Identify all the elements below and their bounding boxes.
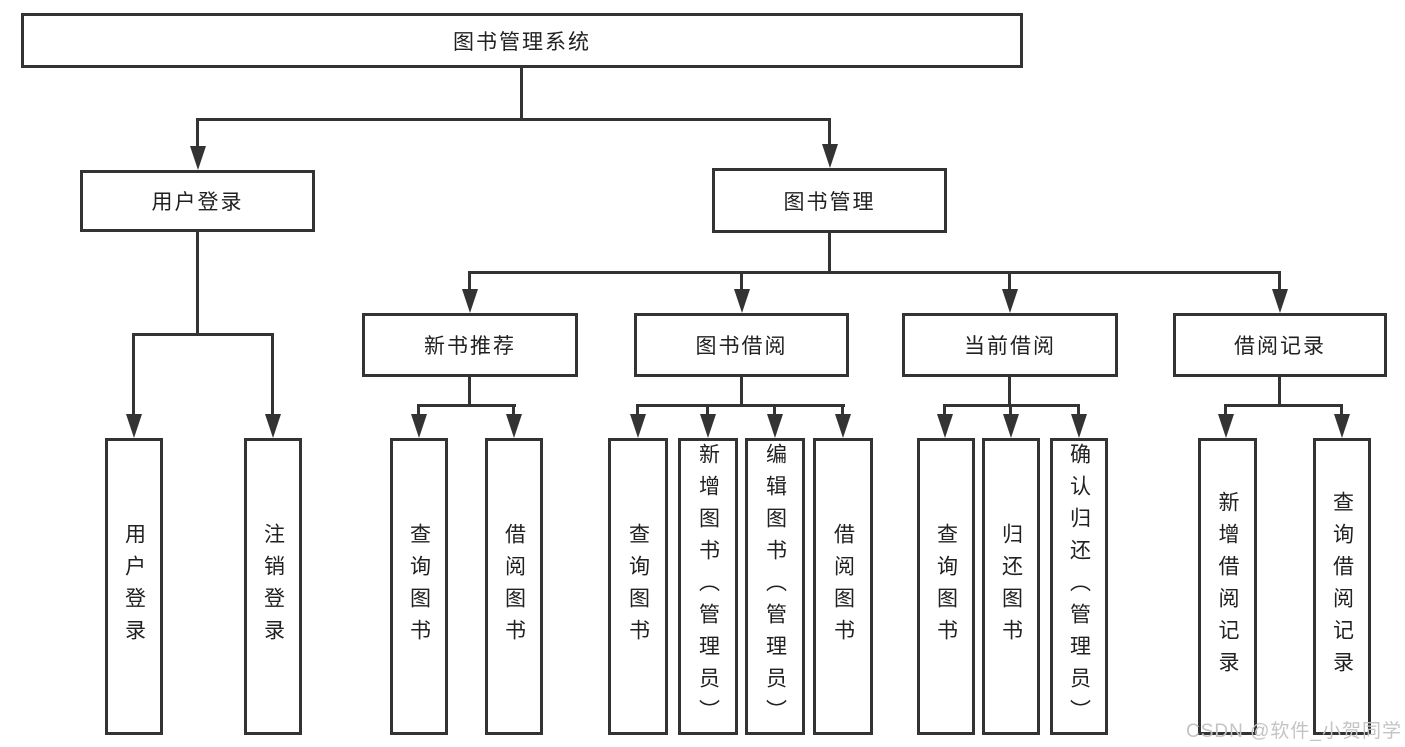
node-label: 用户登录: [122, 522, 146, 651]
node-leaf-br-query-record: 查询借阅记录: [1313, 438, 1371, 735]
arrowhead-down-icon: [937, 414, 953, 438]
node-label: 借阅记录: [1234, 335, 1326, 358]
arrowhead-down-icon: [1272, 289, 1288, 313]
connector-line-h: [943, 404, 1080, 407]
node-label: 图书借阅: [695, 335, 788, 358]
node-leaf-cb-query-books: 查询图书: [917, 438, 975, 735]
arrowhead-down-icon: [630, 414, 646, 438]
connector-line-v: [1008, 377, 1011, 407]
connector-line-v: [417, 407, 420, 414]
node-leaf-logout: 注销登录: [244, 438, 302, 735]
node-leaf-bb-query-books: 查询图书: [608, 438, 668, 735]
connector-line-v: [828, 233, 831, 274]
connector-line-v: [1278, 377, 1281, 407]
node-book-management: 图书管理: [712, 168, 947, 233]
arrowhead-down-icon: [835, 414, 851, 438]
node-label: 查询图书: [407, 522, 431, 651]
node-label: 借阅图书: [502, 522, 526, 651]
connector-line-h: [196, 118, 831, 121]
node-leaf-rec-borrow-books: 借阅图书: [485, 438, 543, 735]
node-label: 用户登录: [151, 191, 244, 214]
arrowhead-down-icon: [506, 414, 522, 438]
node-label: 借阅图书: [831, 522, 855, 651]
node-user-login: 用户登录: [80, 170, 315, 232]
connector-line-h: [417, 404, 516, 407]
arrowhead-down-icon: [462, 289, 478, 313]
connector-line-v: [740, 377, 743, 407]
node-book-borrowing: 图书借阅: [634, 313, 849, 377]
connector-line-v: [196, 121, 199, 147]
node-leaf-bb-borrow-books: 借阅图书: [813, 438, 873, 735]
arrowhead-down-icon: [126, 414, 142, 438]
connector-line-v: [468, 274, 471, 290]
arrowhead-down-icon: [411, 414, 427, 438]
node-label: 查询图书: [934, 522, 958, 651]
node-current-borrowing: 当前借阅: [902, 313, 1118, 377]
node-label: 图书管理系统: [453, 30, 591, 54]
connector-line-v: [468, 377, 471, 407]
node-root-library-system: 图书管理系统: [21, 13, 1023, 68]
node-borrowing-records: 借阅记录: [1173, 313, 1387, 377]
node-label: 图书管理: [783, 190, 876, 214]
node-label: 新书推荐: [424, 335, 516, 358]
node-leaf-br-add-record: 新增借阅记录: [1198, 438, 1257, 735]
connector-line-v: [1077, 407, 1080, 414]
connector-line-h: [468, 271, 1281, 274]
node-label: 查询借阅记录: [1330, 490, 1354, 683]
node-label: 确认归还（管理员）: [1067, 442, 1091, 731]
node-new-book-recommend: 新书推荐: [362, 313, 578, 377]
connector-line-v: [271, 336, 274, 414]
connector-line-v: [1009, 407, 1012, 414]
connector-line-v: [132, 336, 135, 414]
csdn-watermark: CSDN @软件_小贺同学: [1186, 721, 1402, 742]
node-label: 查询图书: [626, 522, 650, 651]
connector-line-v: [1278, 274, 1281, 290]
connector-line-v: [520, 68, 523, 121]
node-label: 新增图书（管理员）: [696, 442, 720, 731]
arrowhead-down-icon: [700, 414, 716, 438]
connector-line-v: [828, 121, 831, 145]
arrowhead-down-icon: [1071, 414, 1087, 438]
connector-line-v: [943, 407, 946, 414]
connector-line-h: [132, 333, 274, 336]
connector-line-v: [706, 407, 709, 414]
connector-line-h: [636, 404, 845, 407]
node-leaf-bb-add-books-admin: 新增图书（管理员）: [678, 438, 738, 735]
connector-line-h: [1224, 404, 1343, 407]
connector-line-v: [841, 407, 844, 414]
node-leaf-cb-return-books: 归还图书: [982, 438, 1040, 735]
arrowhead-down-icon: [1334, 414, 1350, 438]
node-label: 归还图书: [999, 522, 1023, 651]
connector-line-v: [1340, 407, 1343, 414]
arrowhead-down-icon: [190, 146, 206, 170]
arrowhead-down-icon: [767, 414, 783, 438]
node-label: 注销登录: [261, 522, 285, 651]
connector-line-v: [196, 232, 199, 336]
connector-line-v: [512, 407, 515, 414]
connector-line-v: [773, 407, 776, 414]
arrowhead-down-icon: [1218, 414, 1234, 438]
arrowhead-down-icon: [822, 144, 838, 168]
connector-line-v: [740, 274, 743, 290]
node-leaf-bb-edit-books-admin: 编辑图书（管理员）: [745, 438, 805, 735]
node-leaf-cb-confirm-return-admin: 确认归还（管理员）: [1050, 438, 1108, 735]
arrowhead-down-icon: [734, 289, 750, 313]
arrowhead-down-icon: [1002, 289, 1018, 313]
arrowhead-down-icon: [1003, 414, 1019, 438]
connector-line-v: [1224, 407, 1227, 414]
connector-line-v: [1008, 274, 1011, 290]
node-leaf-rec-query-books: 查询图书: [390, 438, 448, 735]
node-leaf-user-login: 用户登录: [105, 438, 163, 735]
node-label: 当前借阅: [964, 335, 1056, 358]
node-label: 新增借阅记录: [1216, 490, 1239, 683]
connector-line-v: [636, 407, 639, 414]
node-label: 编辑图书（管理员）: [763, 442, 787, 731]
arrowhead-down-icon: [265, 414, 281, 438]
